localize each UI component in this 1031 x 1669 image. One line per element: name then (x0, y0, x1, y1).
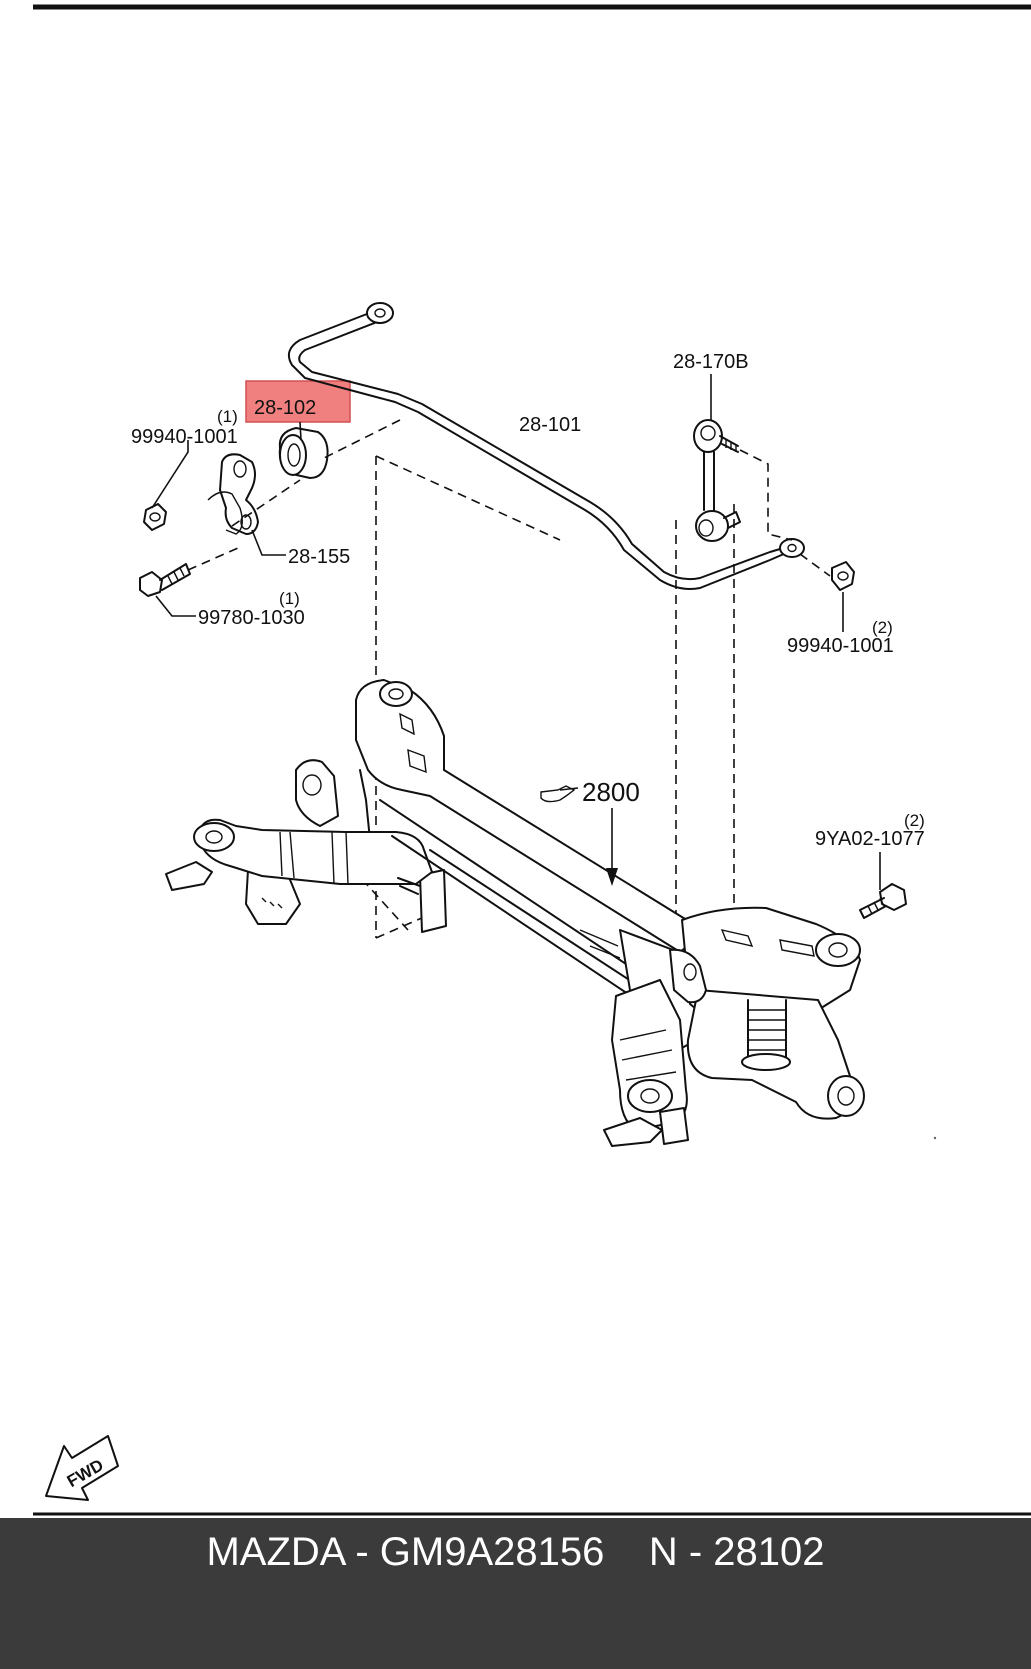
bolt-right (859, 852, 907, 919)
bushing (278, 421, 329, 479)
qty-99940-left: (1) (217, 407, 238, 426)
label-28-155: 28-155 (288, 546, 350, 568)
label-28-102: 28-102 (254, 397, 316, 419)
exploded-view-drawing: FWD 28-102 28-101 28-170B 28-155 (1) 999… (33, 4, 1031, 1516)
bolt-left (139, 563, 196, 617)
label-28-170b: 28-170B (673, 351, 749, 373)
stabilizer-bar (287, 302, 805, 590)
parts-diagram: FWD 28-102 28-101 28-170B 28-155 (1) 999… (33, 4, 1031, 1516)
nut-right (831, 561, 855, 632)
label-99940-right: 99940-1001 (787, 635, 894, 657)
label-2800: 2800 (582, 777, 640, 807)
qty-99940-right: (2) (872, 618, 893, 637)
stabilizer-link (693, 374, 741, 542)
qty-9ya02: (2) (904, 811, 925, 830)
crossmember (165, 679, 865, 1147)
highlight-box (245, 380, 351, 423)
speck (933, 1136, 937, 1140)
part-number-caption: MAZDA - GM9A28156 N - 28102 (206, 1530, 825, 1574)
label-28-101: 28-101 (519, 414, 581, 436)
footer-bar (0, 1518, 1031, 1669)
label-99780: 99780-1030 (198, 607, 305, 629)
bracket (207, 453, 286, 556)
label-99940-left: 99940-1001 (131, 426, 238, 448)
fwd-arrow-icon: FWD (45, 1435, 119, 1501)
nut-left (143, 440, 189, 531)
qty-99780: (1) (279, 589, 300, 608)
leader-2800 (540, 785, 618, 886)
label-9ya02: 9YA02-1077 (815, 828, 925, 850)
